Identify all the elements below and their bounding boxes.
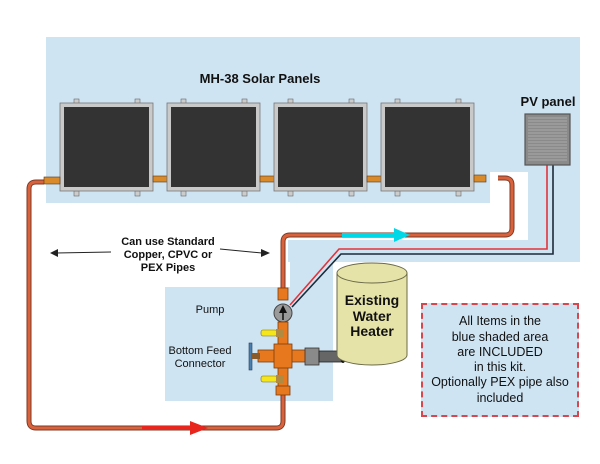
solar-panel [59,98,154,197]
pv-panel-label: PV panel [520,94,576,109]
solar-panels [43,98,487,197]
drain-handle [248,342,253,371]
cold-flow-arrow-icon [190,421,208,435]
solar-panels-title: MH-38 Solar Panels [199,71,321,86]
pipes-note-arrows [50,248,270,257]
inlet-connector [43,176,61,185]
water-heater-label: Existing Water Heater [344,292,400,340]
solar-panel [380,98,475,197]
panel-connector [259,175,275,183]
water-heater [336,262,408,366]
pump-label: Pump [195,304,225,316]
pump-assembly [248,287,346,396]
valve-handle-top [260,329,278,337]
panel-connector [152,175,168,183]
hot-flow-arrow-icon [394,228,410,242]
pv-wires [289,165,554,308]
included-items-note: All Items in the blue shaded area are IN… [421,303,579,417]
pipes-note: Can use Standard Copper, CPVC or PEX Pip… [121,236,215,275]
solar-panel [166,98,261,197]
pv-panel [524,113,571,166]
panel-connector [473,174,487,183]
valve-handle-bottom [260,375,278,383]
solar-panel [273,98,368,197]
connector-label: Bottom Feed Connector [168,345,232,371]
panel-connector [366,175,382,183]
